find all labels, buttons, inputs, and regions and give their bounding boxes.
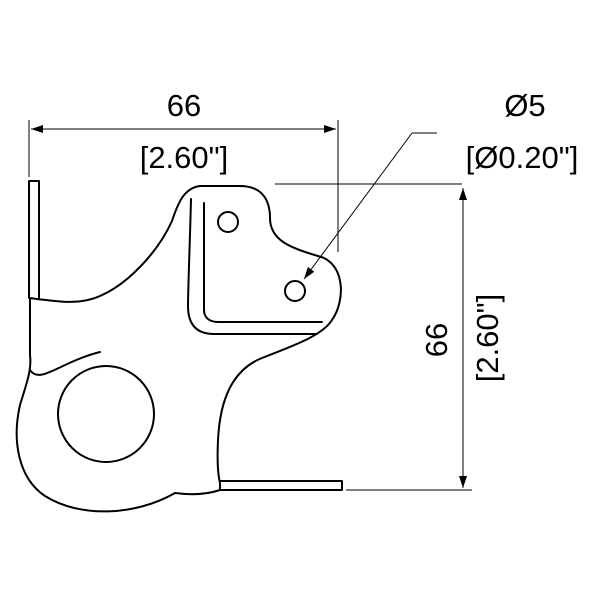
- lower-lobe-edge: [29, 351, 101, 376]
- large-hole: [57, 365, 155, 463]
- bend-line: [187, 198, 318, 335]
- height-value: 66: [419, 323, 454, 357]
- left-flange: [28, 180, 40, 299]
- corner-bracket-part: [15, 180, 343, 513]
- width-value: 66: [167, 88, 201, 123]
- small-hole-lower: [284, 280, 306, 302]
- width-inches: [2.60"]: [140, 140, 229, 175]
- hole-diameter-inches: [Ø0.20"]: [466, 140, 579, 175]
- bottom-flange: [219, 480, 343, 491]
- bracket-outline: [15, 185, 342, 513]
- flange-rim: [203, 202, 323, 323]
- small-hole-upper: [217, 211, 239, 233]
- width-dimension: 66 [2.60"]: [28, 88, 339, 252]
- height-inches: [2.60"]: [470, 294, 505, 383]
- hole-leader-line: [303, 132, 413, 280]
- hole-dimension: Ø5 [Ø0.20"]: [275, 88, 579, 280]
- height-dimension: 66 [2.60"]: [346, 188, 505, 491]
- hole-diameter-value: Ø5: [504, 88, 545, 123]
